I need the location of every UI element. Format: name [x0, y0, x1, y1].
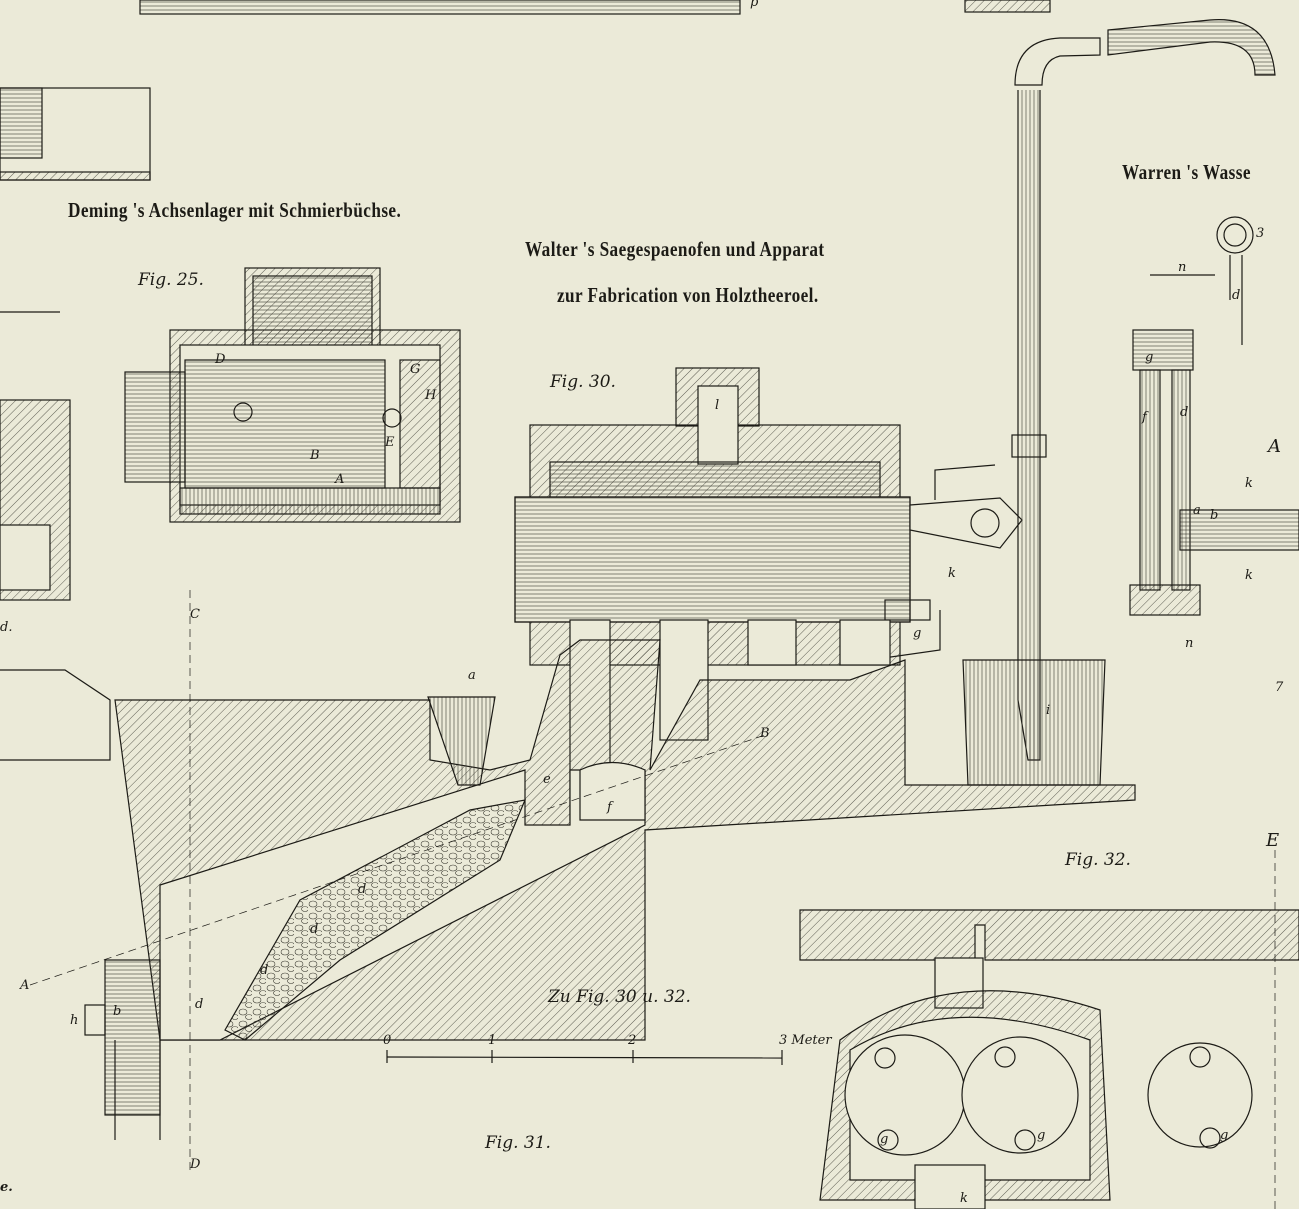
label: k — [948, 566, 956, 581]
fig32-label: Fig. 32. — [1065, 850, 1131, 870]
scale-caption: Zu Fig. 30 u. 32. — [548, 987, 691, 1007]
label: n — [1185, 636, 1194, 651]
label: g — [1220, 1128, 1229, 1143]
label: i — [1046, 703, 1051, 718]
fig25-axle-bearing — [124, 267, 461, 523]
label: k — [960, 1191, 968, 1206]
label: d — [1180, 405, 1189, 420]
label: g — [913, 626, 922, 641]
walter-title-line1: Walter 's Saegespaenofen und Apparat — [525, 237, 825, 261]
label: A — [335, 472, 345, 487]
walter-title-line2: zur Fabrication von Holztheeroel. — [557, 283, 819, 307]
label: p — [750, 0, 759, 10]
label: B — [310, 448, 320, 463]
fig32-plan — [799, 850, 1299, 1209]
warren-apparatus — [1129, 216, 1299, 616]
scale-tick-2: 2 — [628, 1033, 637, 1048]
scale-bar — [386, 1050, 783, 1065]
deming-title: Deming 's Achsenlager mit Schmierbüchse. — [68, 198, 402, 222]
label: A — [20, 978, 30, 993]
scale-tick-0: 0 — [383, 1033, 392, 1048]
label: B — [760, 726, 770, 741]
label: d. — [0, 620, 13, 635]
label: E — [1266, 830, 1280, 851]
scale-tick-3: 3 Meter — [779, 1033, 832, 1048]
label: E — [385, 435, 395, 450]
label: g — [880, 1132, 889, 1147]
label: G — [410, 362, 421, 377]
label: d — [310, 922, 319, 937]
label: a — [468, 668, 476, 683]
fig30-oven — [514, 367, 1023, 821]
label: b — [113, 1004, 122, 1019]
label: H — [425, 388, 437, 403]
label: g — [1145, 350, 1154, 365]
chimney-pipe — [962, 19, 1276, 786]
label: l — [715, 398, 720, 413]
label: k — [1245, 476, 1253, 491]
label: d — [195, 997, 204, 1012]
label: a — [1193, 503, 1201, 518]
label: g — [1037, 1128, 1046, 1143]
label: k — [1245, 568, 1253, 583]
label: d — [260, 963, 269, 978]
fig31-label: Fig. 31. — [485, 1133, 551, 1153]
label: d — [1232, 288, 1241, 303]
warren-title: Warren 's Wasse — [1122, 160, 1251, 184]
label: n — [1178, 260, 1187, 275]
label: D — [190, 1157, 201, 1172]
label: e. — [0, 1180, 13, 1195]
label: A — [1268, 436, 1281, 457]
label: 3 — [1256, 226, 1265, 241]
label: f — [607, 800, 612, 815]
label: f — [1142, 410, 1147, 425]
label: e — [543, 772, 551, 787]
label: d — [358, 882, 367, 897]
scale-tick-1: 1 — [488, 1033, 497, 1048]
left-fragments — [0, 0, 1051, 761]
label: b — [1210, 508, 1219, 523]
fig31-section — [29, 590, 1136, 1170]
fig25-label: Fig. 25. — [138, 270, 204, 290]
label: D — [215, 352, 226, 367]
label: h — [70, 1013, 79, 1028]
label: 7 — [1275, 680, 1284, 695]
label: C — [190, 607, 200, 622]
fig30-label: Fig. 30. — [550, 372, 616, 392]
